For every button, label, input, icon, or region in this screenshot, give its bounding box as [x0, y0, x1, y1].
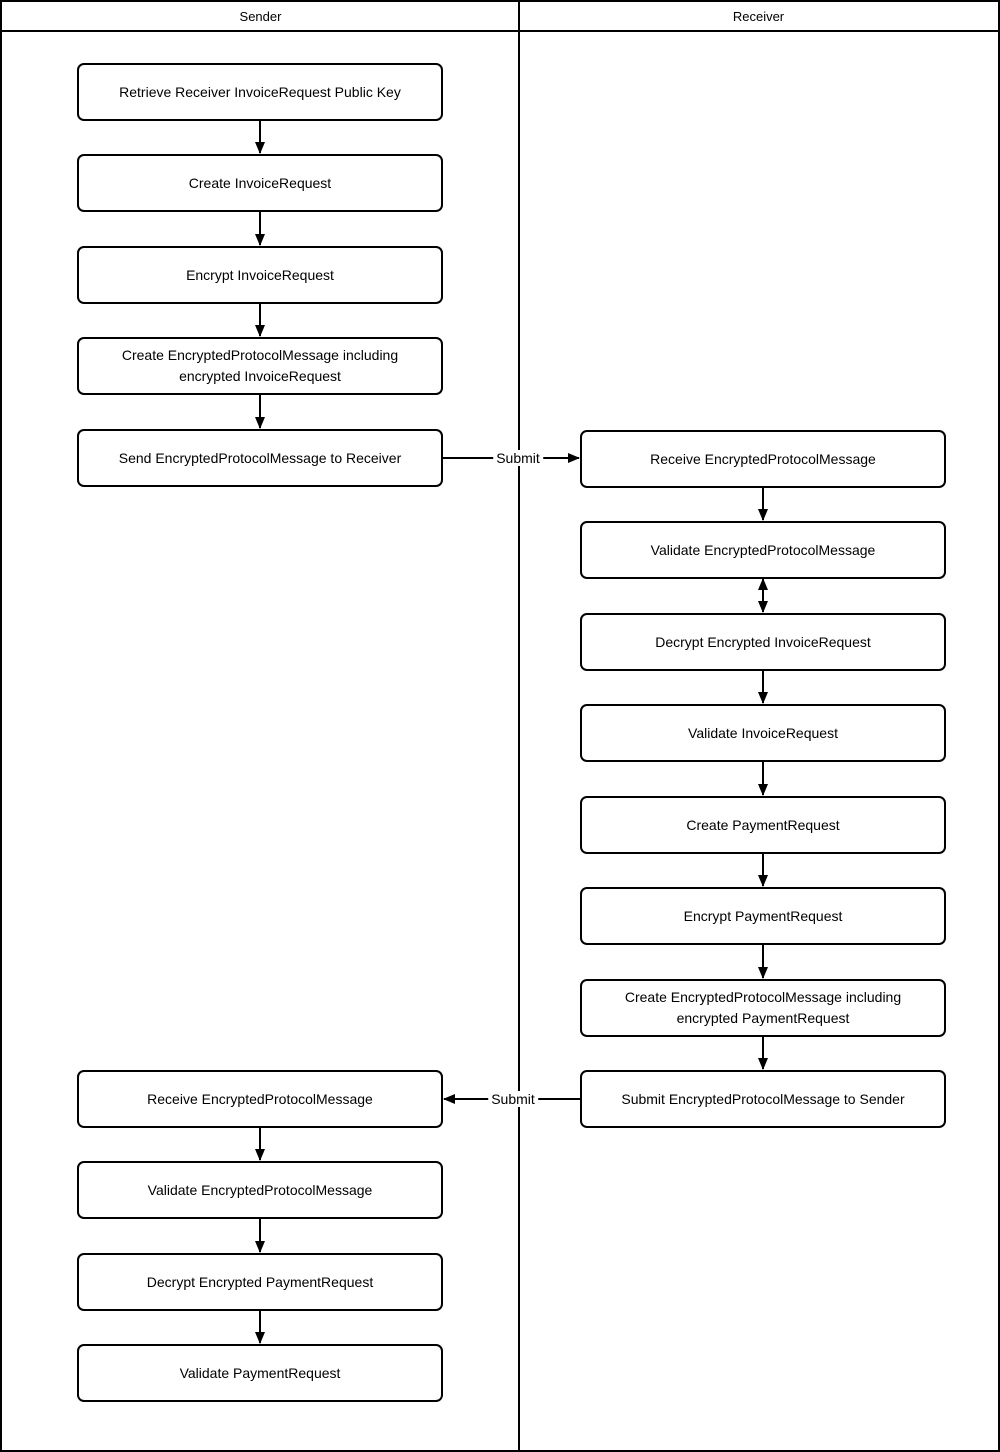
flow-node-label: Validate EncryptedProtocolMessage	[650, 541, 876, 558]
edge-label-submit-to-receiver: Submit	[493, 450, 543, 466]
lane-header-sender: Sender	[239, 8, 282, 24]
flow-node-create-invoicerequest: Create InvoiceRequest	[77, 154, 443, 212]
flow-node-label: Encrypt InvoiceRequest	[186, 266, 334, 283]
lane-header-row: Sender Receiver	[2, 2, 998, 30]
flow-node-validate-invoicerequest: Validate InvoiceRequest	[580, 704, 946, 762]
flow-node-label: Create EncryptedProtocolMessage includin…	[121, 347, 399, 384]
flow-node-retrieve-invoicerequest-public-key: Retrieve Receiver InvoiceRequest Public …	[77, 63, 443, 121]
flow-node-decrypt-encrypted-paymentrequest: Decrypt Encrypted PaymentRequest	[77, 1253, 443, 1311]
lane-divider-line	[518, 2, 520, 1450]
flow-node-sender-receive-encryptedprotocolmessage: Receive EncryptedProtocolMessage	[77, 1070, 443, 1128]
flow-node-receiver-receive-encryptedprotocolmessage: Receive EncryptedProtocolMessage	[580, 430, 946, 488]
flow-node-encrypt-invoicerequest: Encrypt InvoiceRequest	[77, 246, 443, 304]
flow-node-decrypt-encrypted-invoicerequest: Decrypt Encrypted InvoiceRequest	[580, 613, 946, 671]
flow-node-label: Retrieve Receiver InvoiceRequest Public …	[119, 83, 401, 100]
flow-node-create-encryptedprotocolmessage-paymentrequest: Create EncryptedProtocolMessage includin…	[580, 979, 946, 1037]
flow-node-label: Decrypt Encrypted PaymentRequest	[146, 1273, 374, 1290]
flow-node-label: Receive EncryptedProtocolMessage	[650, 450, 876, 467]
flow-node-submit-encryptedprotocolmessage-to-sender: Submit EncryptedProtocolMessage to Sende…	[580, 1070, 946, 1128]
flow-node-receiver-validate-encryptedprotocolmessage: Validate EncryptedProtocolMessage	[580, 521, 946, 579]
flow-node-validate-paymentrequest: Validate PaymentRequest	[77, 1344, 443, 1402]
flow-node-label: Encrypt PaymentRequest	[683, 907, 843, 924]
lane-header-divider-line	[2, 30, 998, 32]
lane-header-receiver: Receiver	[732, 8, 785, 24]
flow-node-label: Create EncryptedProtocolMessage includin…	[624, 989, 902, 1026]
flow-node-label: Create InvoiceRequest	[188, 174, 332, 191]
flow-node-label: Send EncryptedProtocolMessage to Receive…	[118, 449, 402, 466]
flow-node-encrypt-paymentrequest: Encrypt PaymentRequest	[580, 887, 946, 945]
flow-node-sender-validate-encryptedprotocolmessage: Validate EncryptedProtocolMessage	[77, 1161, 443, 1219]
flow-node-label: Receive EncryptedProtocolMessage	[147, 1090, 373, 1107]
flow-node-label: Decrypt Encrypted InvoiceRequest	[655, 633, 871, 650]
flow-node-create-encryptedprotocolmessage-invoicerequest: Create EncryptedProtocolMessage includin…	[77, 337, 443, 395]
flow-node-send-encryptedprotocolmessage-to-receiver: Send EncryptedProtocolMessage to Receive…	[77, 429, 443, 487]
flow-node-label: Create PaymentRequest	[686, 816, 840, 833]
flow-node-label: Validate InvoiceRequest	[688, 724, 838, 741]
flow-node-label: Validate PaymentRequest	[179, 1364, 341, 1381]
flow-node-label: Validate EncryptedProtocolMessage	[147, 1181, 373, 1198]
flow-node-label: Submit EncryptedProtocolMessage to Sende…	[621, 1090, 905, 1107]
edge-label-submit-to-sender: Submit	[488, 1091, 538, 1107]
flow-node-create-paymentrequest: Create PaymentRequest	[580, 796, 946, 854]
